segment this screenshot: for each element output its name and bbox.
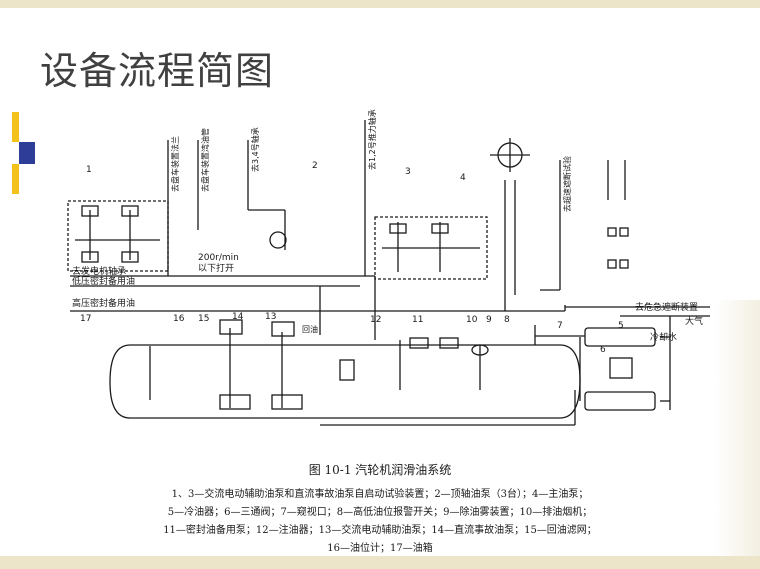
top-decor-band <box>0 0 760 8</box>
figure-legend-line-1: 1、3—交流电动辅助油泵和直流事故油泵自启动试验装置；2—顶轴油泵（3台）；4—… <box>171 489 589 500</box>
figure-legend-line-3: 11—密封油备用泵；12—注油器；13—交流电动辅助油泵；14—直流事故油泵；1… <box>163 525 597 536</box>
slide-title: 设备流程简图 <box>40 49 275 93</box>
oil-tank-17 <box>109 344 581 419</box>
label-low-pressure-seal: 低压密封备用油 <box>72 275 135 287</box>
accent-bar-yellow-lower <box>12 164 19 194</box>
bottom-decor-band <box>0 556 760 569</box>
jacking-oil-pump-symbol <box>269 231 287 249</box>
num-5: 5 <box>618 321 624 331</box>
label-generator-bearing: 去发电机轴承 <box>72 265 126 277</box>
label-cooling-water: 冷却水 <box>650 331 677 343</box>
num-16: 16 <box>173 314 185 324</box>
figure-caption-title: 图 10-1 汽轮机润滑油系统 <box>308 463 452 477</box>
num-1: 1 <box>86 165 92 175</box>
label-barring-gear-oil-pipe: 去盘车装置湾油管 <box>200 128 210 192</box>
oil-cooler-lower <box>584 391 656 411</box>
valve-column <box>607 160 629 269</box>
num-2: 2 <box>312 161 318 171</box>
label-emergency-trip-device: 去危急遮断装置 <box>635 301 698 313</box>
num-7: 7 <box>557 321 563 331</box>
num-13: 13 <box>265 312 276 322</box>
num-15: 15 <box>198 314 209 324</box>
three-way-valve-6 <box>609 357 633 379</box>
num-3: 3 <box>405 167 411 177</box>
label-bearing-3-4: 去3,4号轴承 <box>250 127 260 172</box>
label-barring-gear-flange: 去盘车装置法兰 <box>170 136 180 192</box>
label-emergency-trip-test: 去超速遮断试验 <box>562 156 572 212</box>
test-device-1-box <box>67 200 169 272</box>
num-10: 10 <box>466 315 478 325</box>
pump-14-head <box>219 319 243 335</box>
label-return-oil: 回油 <box>302 324 318 334</box>
num-12: 12 <box>370 315 381 325</box>
lubrication-system-diagram: 去盘车装置法兰 去盘车装置湾油管 去3,4号轴承 去1,2号推力轴承 去超速遮断… <box>67 109 710 426</box>
accent-bar-yellow <box>12 112 19 142</box>
num-6: 6 <box>600 345 606 355</box>
oil-cooler-upper <box>584 327 656 347</box>
num-8: 8 <box>504 315 510 325</box>
num-17: 17 <box>80 314 91 324</box>
figure-legend-line-2: 5—冷油器；6—三通阀；7—窥视口；8—高低油位报警开关；9—除油雾装置；10—… <box>167 507 593 518</box>
num-9: 9 <box>486 315 492 325</box>
label-thrust-bearing: 去1,2号推力轴承 <box>367 109 377 170</box>
side-decor-fade <box>715 300 760 556</box>
label-atmosphere: 大气 <box>685 315 703 327</box>
num-4: 4 <box>460 173 466 183</box>
pump-13-head <box>271 321 295 337</box>
label-speed-note-1: 200r/min <box>198 253 239 263</box>
num-14: 14 <box>232 312 244 322</box>
num-11: 11 <box>412 315 423 325</box>
label-high-pressure-seal: 高压密封备用油 <box>72 297 135 309</box>
test-device-3-box <box>374 216 488 280</box>
label-speed-note-2: 以下打开 <box>198 262 234 274</box>
accent-bar-blue <box>19 142 35 164</box>
figure-legend-line-4: 16—油位计；17—油箱 <box>327 543 433 554</box>
